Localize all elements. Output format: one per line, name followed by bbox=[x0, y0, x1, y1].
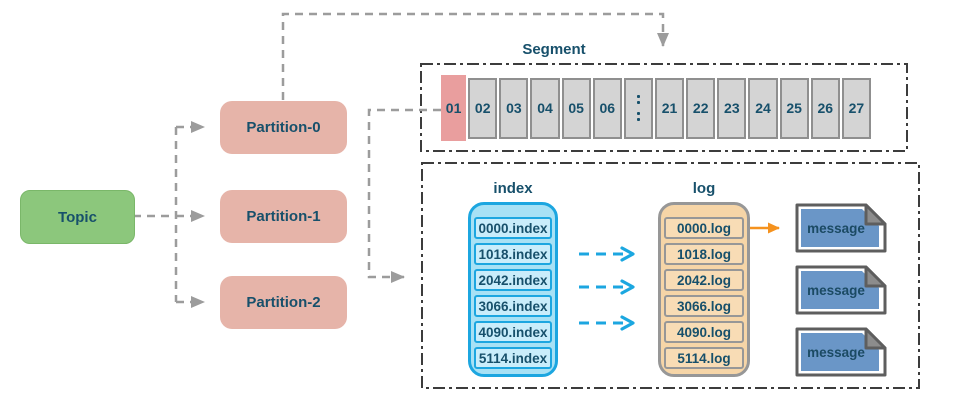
partition-1-label: Partition-1 bbox=[246, 208, 321, 225]
log-file: 2042.log bbox=[664, 269, 744, 291]
document-icon bbox=[795, 203, 887, 253]
log-file: 3066.log bbox=[664, 295, 744, 317]
partition-0-label: Partition-0 bbox=[246, 119, 321, 136]
segment-cell-27: 27 bbox=[841, 77, 871, 139]
message-label: message bbox=[807, 344, 865, 360]
partition-0-node: Partition-0 bbox=[220, 101, 347, 154]
segment-cell-03: 03 bbox=[499, 77, 529, 139]
segment-cell-21: 21 bbox=[654, 77, 685, 139]
partition-2-node: Partition-2 bbox=[220, 276, 347, 329]
topic-label: Topic bbox=[58, 208, 97, 226]
segment-detail-frame bbox=[421, 162, 920, 389]
log-file: 5114.log bbox=[664, 347, 744, 369]
segment-title: Segment bbox=[522, 41, 586, 58]
segment-ellipsis-cell bbox=[623, 77, 653, 139]
index-file: 2042.index bbox=[474, 269, 552, 291]
arrow-segment01-to-detail bbox=[367, 108, 441, 283]
partition-2-label: Partition-2 bbox=[246, 294, 321, 311]
segment-cells: 01 02 03 04 05 06 21 22 23 24 25 26 27 bbox=[441, 75, 871, 141]
segment-frame bbox=[420, 63, 908, 152]
segment-cell-24: 24 bbox=[748, 77, 778, 139]
index-column-title: index bbox=[493, 180, 533, 197]
log-file-stack: 0000.log 1018.log 2042.log 3066.log 4090… bbox=[658, 202, 750, 377]
message-label: message bbox=[807, 282, 865, 298]
segment-cell-23: 23 bbox=[717, 77, 747, 139]
log-column-title: log bbox=[692, 180, 716, 197]
message-label: message bbox=[807, 220, 865, 236]
segment-cell-25: 25 bbox=[779, 77, 809, 139]
index-file: 3066.index bbox=[474, 295, 552, 317]
segment-cell-01: 01 bbox=[441, 75, 467, 141]
log-file: 0000.log bbox=[664, 217, 744, 239]
segment-cell-22: 22 bbox=[686, 77, 716, 139]
document-icon bbox=[795, 265, 887, 315]
segment-cell-02: 02 bbox=[468, 77, 498, 139]
log-file: 1018.log bbox=[664, 243, 744, 265]
log-file: 4090.log bbox=[664, 321, 744, 343]
partition-1-node: Partition-1 bbox=[220, 190, 347, 243]
index-file-stack: 0000.index 1018.index 2042.index 3066.in… bbox=[468, 202, 558, 377]
index-file: 4090.index bbox=[474, 321, 552, 343]
document-icon bbox=[795, 327, 887, 377]
message-document-2: message bbox=[795, 265, 887, 315]
segment-cell-06: 06 bbox=[592, 77, 622, 139]
message-document-1: message bbox=[795, 203, 887, 253]
message-document-3: message bbox=[795, 327, 887, 377]
segment-cell-26: 26 bbox=[810, 77, 840, 139]
segment-cell-04: 04 bbox=[530, 77, 560, 139]
arrow-partition0-to-segment bbox=[281, 12, 669, 100]
segment-cell-05: 05 bbox=[561, 77, 591, 139]
index-file: 5114.index bbox=[474, 347, 552, 369]
topic-node: Topic bbox=[20, 190, 135, 244]
index-file: 0000.index bbox=[474, 217, 552, 239]
index-file: 1018.index bbox=[474, 243, 552, 265]
